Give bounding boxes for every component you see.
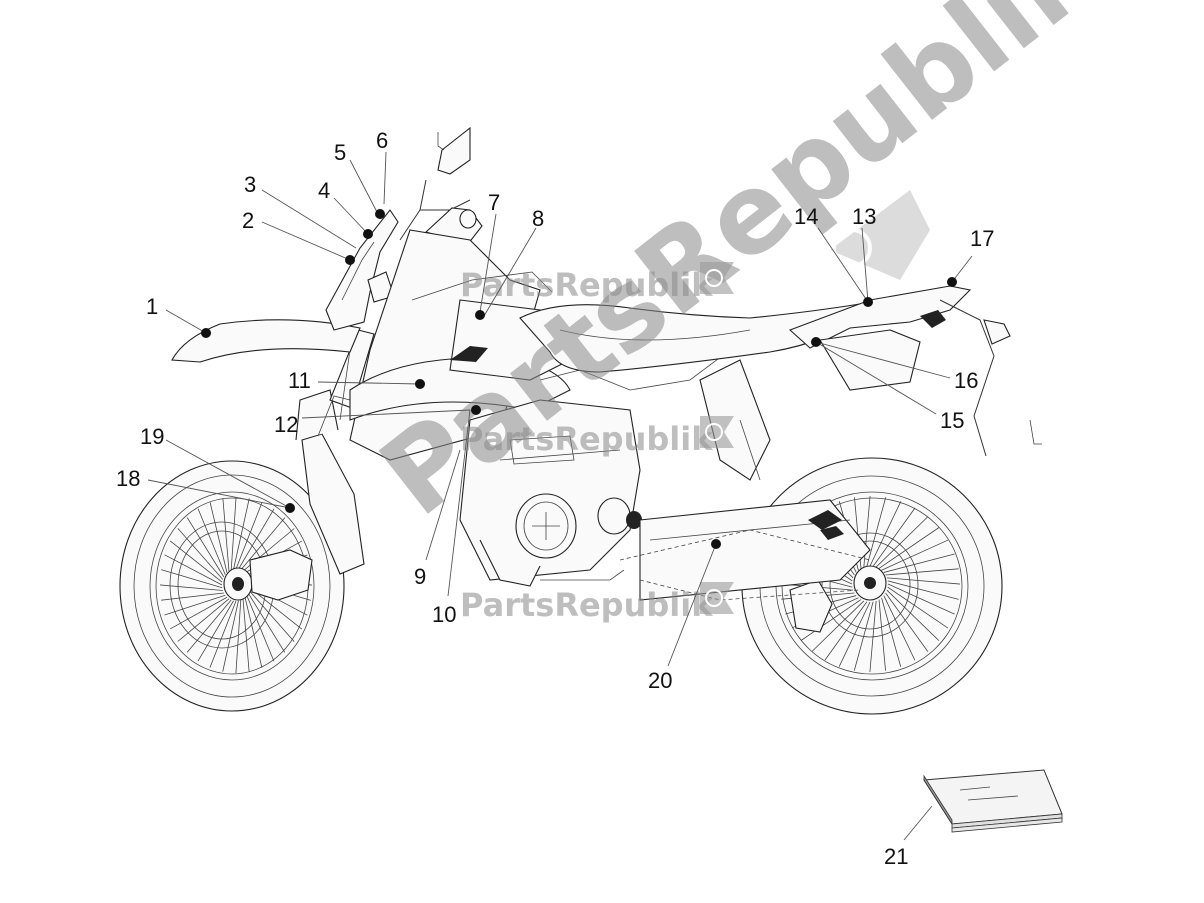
callout-21: 21 [884, 844, 908, 869]
watermark-text: PartsRepublik [460, 420, 713, 458]
wheel-spoke [824, 601, 868, 661]
callout-17: 17 [970, 226, 994, 251]
wheel-spoke [238, 508, 275, 570]
callout-12: 12 [274, 412, 298, 437]
wheel-spoke [222, 498, 230, 572]
wheel-spoke [244, 597, 263, 668]
wheel-spoke [247, 592, 286, 653]
wheel-spoke [872, 507, 916, 567]
leader-lines [147, 151, 973, 841]
callout-2: 2 [242, 208, 254, 233]
wheel-spoke [235, 502, 263, 570]
gear-flag-icon [700, 262, 734, 294]
wheel-spoke [235, 600, 242, 674]
wheel-spoke [866, 497, 887, 567]
watermark-band-3: PartsRepublik [460, 582, 734, 624]
wheel-spoke [883, 553, 955, 573]
gear-flag-icon [700, 582, 734, 614]
wheel-spoke [800, 599, 862, 641]
wheel-spoke [169, 596, 228, 630]
rear-tail [788, 285, 1042, 457]
wheel-spoke [887, 586, 949, 629]
wheel-spoke [242, 598, 250, 672]
front-fender [171, 319, 361, 363]
wheel-spoke [209, 600, 237, 668]
wheel-spoke [883, 595, 916, 661]
wheel-spoke [878, 527, 940, 569]
callout-markers [201, 209, 957, 549]
watermark-band-1: PartsRepublik [460, 262, 734, 304]
gear-flag-icon [830, 190, 930, 280]
callout-3: 3 [244, 172, 256, 197]
wheel-spoke [161, 569, 223, 589]
wheel-spoke [240, 517, 286, 571]
wheel-spoke [230, 496, 237, 570]
front-wheel [119, 460, 345, 712]
wheel-spoke [169, 540, 223, 583]
wheel-spoke [233, 498, 250, 570]
callout-8: 8 [532, 206, 544, 231]
wheel-spoke [887, 583, 955, 615]
wheel-spoke [249, 587, 303, 630]
callout-14: 14 [794, 204, 818, 229]
callout-18: 18 [116, 466, 140, 491]
callout-6: 6 [376, 128, 388, 153]
front-fork [295, 329, 375, 575]
wheel-spoke [177, 598, 230, 642]
wheel-spoke [886, 577, 961, 585]
callout-4: 4 [318, 178, 330, 203]
wheel-spoke [209, 502, 228, 573]
wheel-spoke [885, 592, 929, 652]
callout-19: 19 [140, 424, 164, 449]
callout-10: 10 [432, 602, 456, 627]
callout-1: 1 [146, 294, 158, 319]
callout-7: 7 [488, 190, 500, 215]
swingarm [619, 499, 871, 601]
watermark-text: PartsRepublik [460, 266, 713, 304]
callout-16: 16 [954, 368, 978, 393]
wheel-spoke [881, 539, 949, 571]
callout-13: 13 [852, 204, 876, 229]
callout-20: 20 [648, 668, 672, 693]
wheel-spoke [886, 589, 940, 641]
engine [459, 399, 642, 587]
callout-11: 11 [288, 368, 311, 393]
watermark-text: PartsRepublik [460, 586, 713, 624]
wheel-spoke [197, 600, 234, 662]
callout-5: 5 [334, 140, 346, 165]
wheel-spoke [177, 528, 224, 580]
wheel-spoke [869, 600, 877, 673]
wheel-spoke [222, 600, 239, 672]
gear-flag-icon [700, 416, 734, 448]
callout-labels: 1 2 3 4 5 6 7 8 9 10 11 12 13 14 15 16 1… [116, 128, 994, 869]
wheel-spoke [811, 600, 865, 652]
callout-15: 15 [940, 408, 964, 433]
callout-9: 9 [414, 564, 426, 589]
wheel-spoke [246, 595, 275, 662]
wheel-spoke [186, 599, 232, 653]
wheel-spoke [885, 568, 959, 576]
wheel-spoke [159, 584, 223, 591]
owner-manual-booklet [923, 769, 1063, 833]
watermark-band-2: PartsRepublik [460, 416, 734, 458]
wheel-spoke [853, 601, 874, 671]
wheel-spoke [875, 516, 929, 568]
wheel-spoke [869, 501, 902, 567]
wheel-spoke [197, 508, 226, 575]
wheel-spoke [887, 580, 959, 600]
wheel-spoke [248, 590, 295, 642]
wheel-spoke [186, 517, 225, 578]
